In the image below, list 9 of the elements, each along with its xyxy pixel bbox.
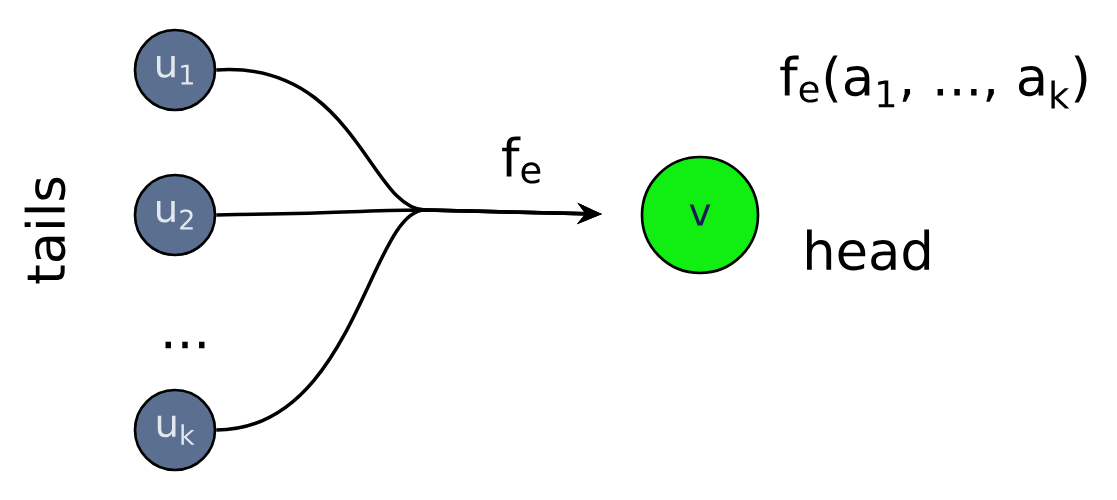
tail-node: u$_{k}$ xyxy=(133,388,217,472)
tail-node: u$_{2}$ xyxy=(133,173,217,257)
node-caption: f$_{e}$(a$_{1}$, ..., a$_{k}$) xyxy=(780,55,1087,109)
tail-node: u$_{1}$ xyxy=(133,28,217,112)
node-caption: head xyxy=(807,229,930,271)
ellipsis: ... xyxy=(165,341,205,349)
head-node: v xyxy=(640,155,760,275)
axis-label: tails xyxy=(24,177,66,284)
edge-label: f$_{e}$ xyxy=(502,136,541,184)
